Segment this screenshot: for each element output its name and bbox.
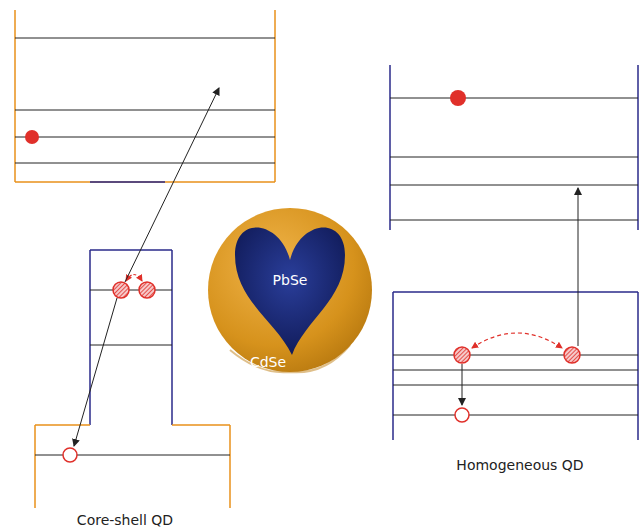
- panel-caption: Core-shell QD: [77, 512, 173, 529]
- homogeneous-valence-band: [393, 188, 638, 440]
- panel-caption: Homogeneous QD: [456, 457, 583, 474]
- homogeneous-conduction-band: [390, 65, 638, 230]
- core-shell-valence-band: [35, 88, 230, 508]
- shell-material-label: CdSe: [250, 354, 286, 371]
- core-shell-sphere: [208, 208, 372, 372]
- core-shell-conduction-band: [15, 10, 275, 182]
- core-material-label: PbSe: [273, 272, 308, 289]
